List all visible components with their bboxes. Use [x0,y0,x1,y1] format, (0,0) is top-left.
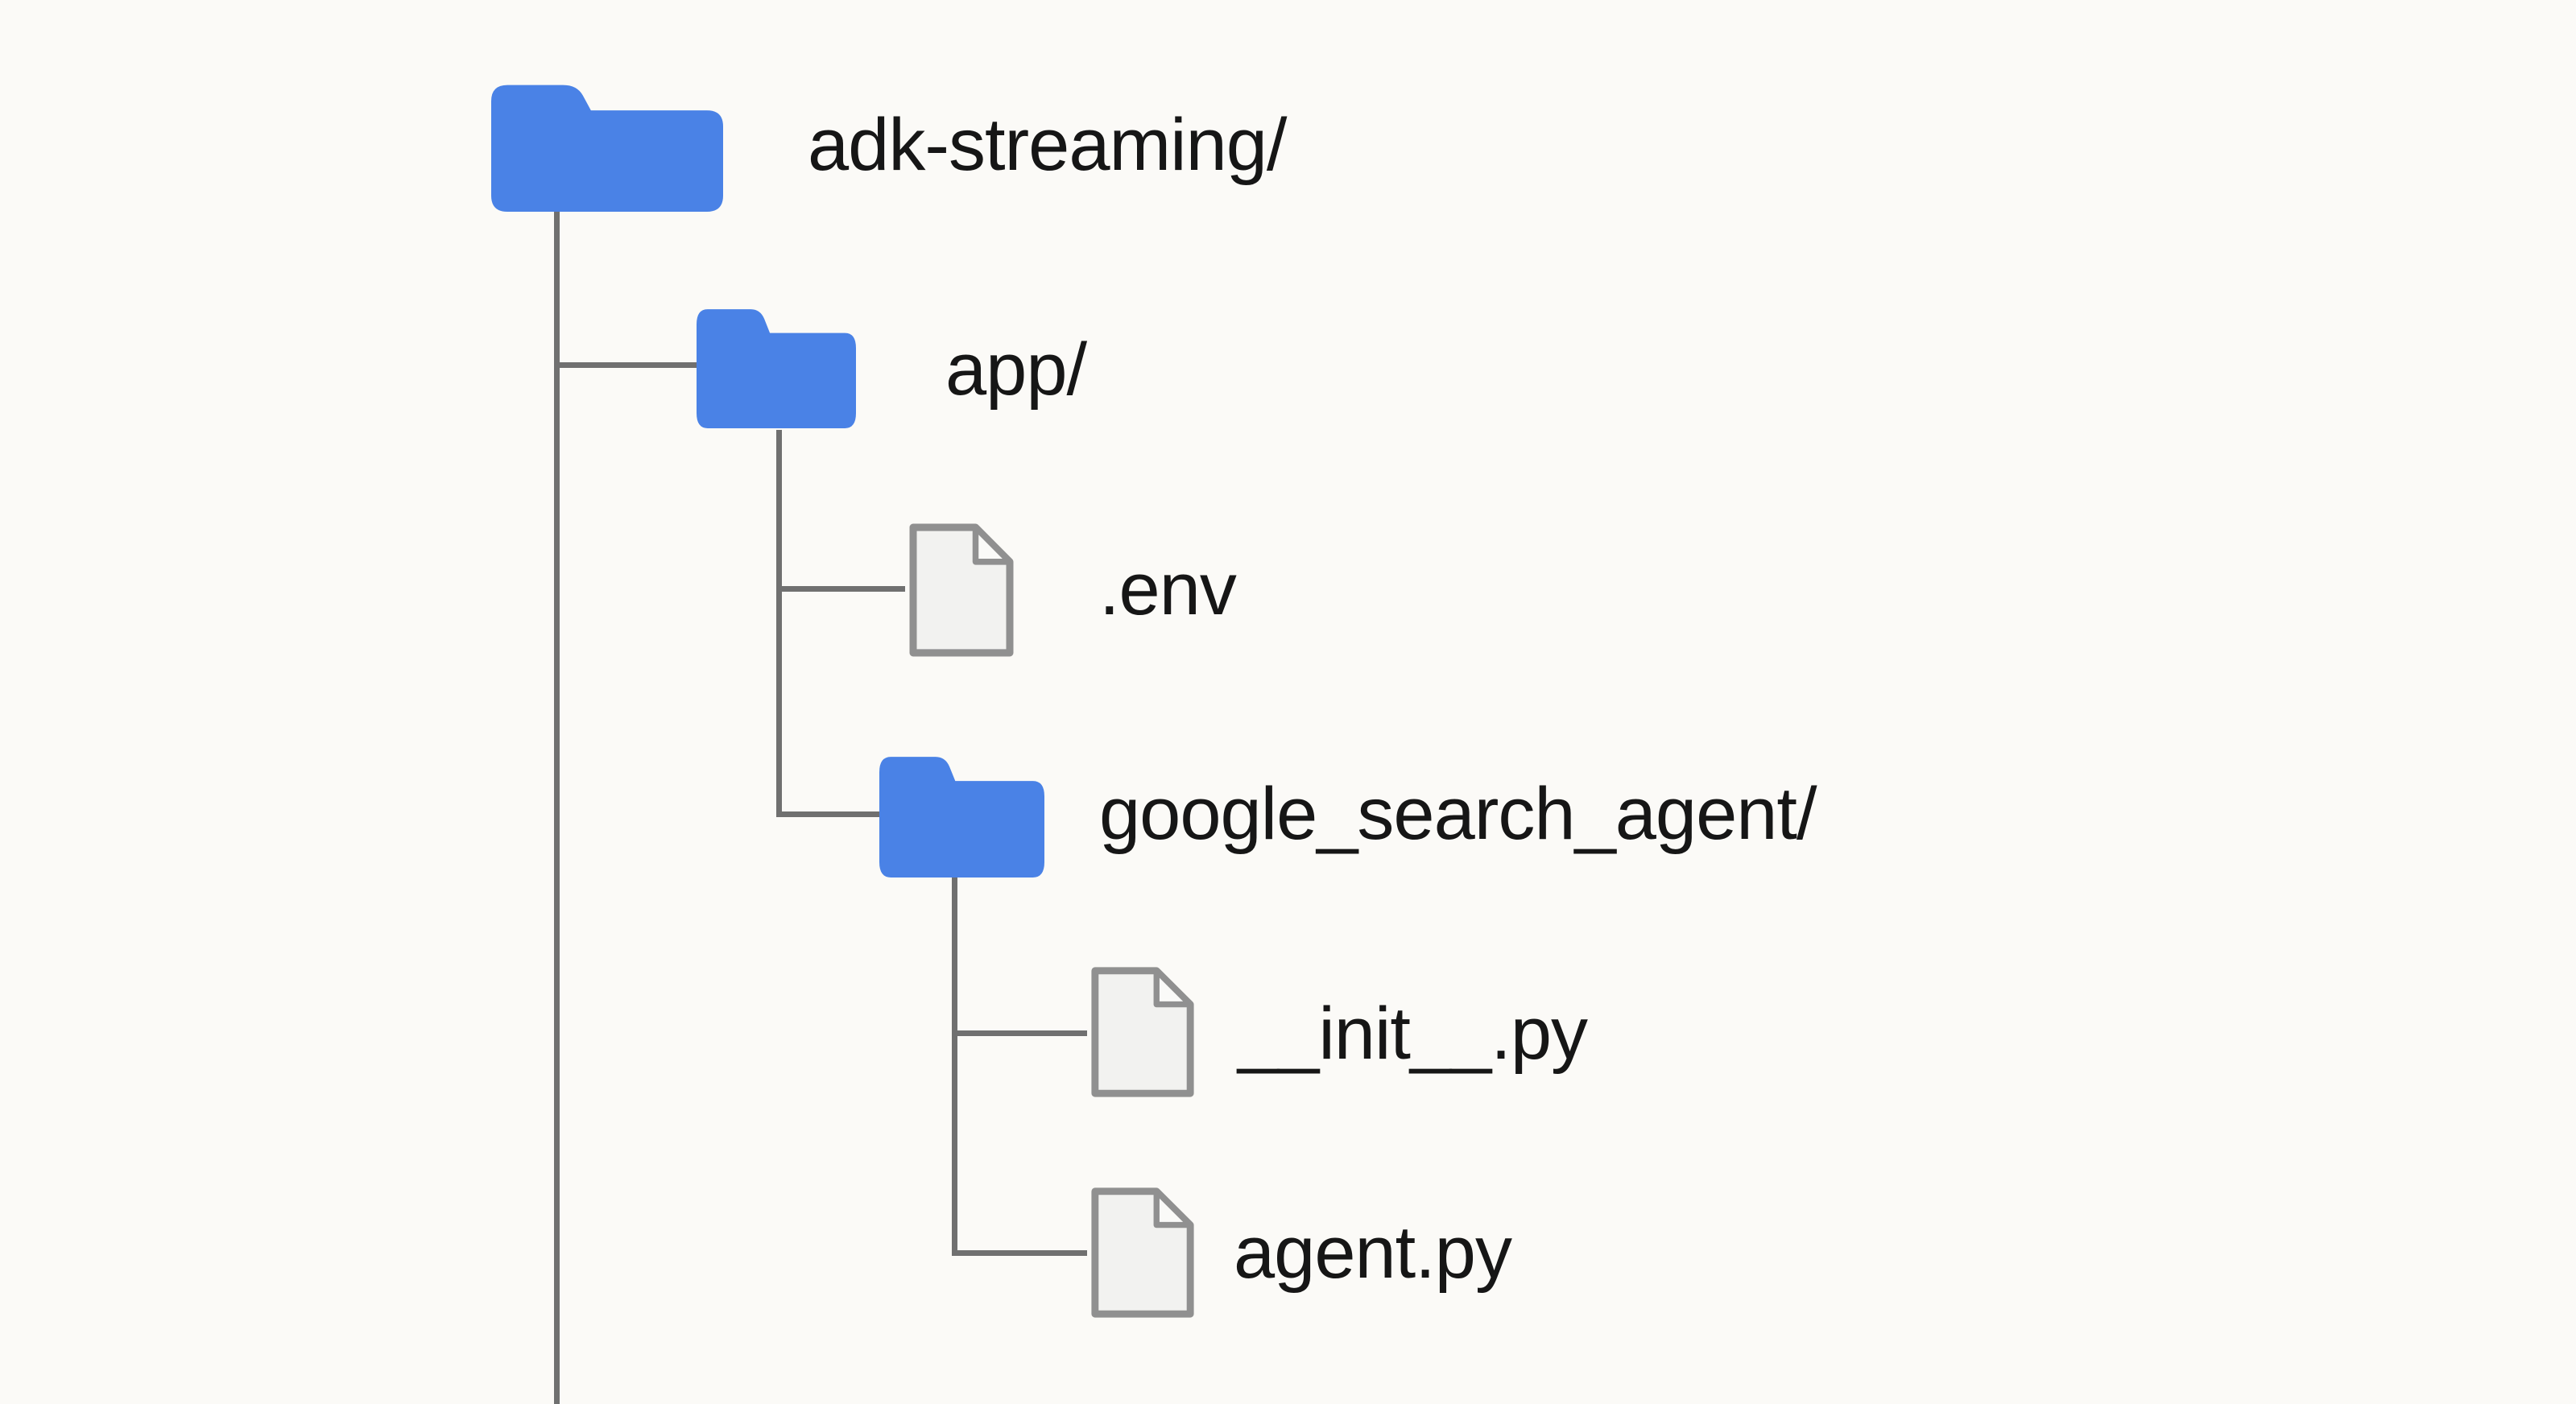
tree-node-label-adk-streaming: adk-streaming/ [808,104,1287,186]
folder-icon [491,78,723,212]
tree-connector-line [952,874,957,1256]
tree-connector-line [776,430,782,817]
tree-node-label-app: app/ [945,328,1087,411]
tree-connector-line [554,362,702,368]
file-icon [905,519,1018,661]
file-icon [1087,963,1198,1101]
tree-node-label-agent-py: agent.py [1234,1212,1512,1294]
folder-icon [879,750,1044,878]
tree-connector-line [952,1250,1087,1256]
tree-connector-line [776,586,905,592]
tree-node-label-init-py: __init__.py [1238,993,1588,1075]
tree-connector-line [952,1030,1087,1036]
tree-node-label-env: .env [1099,548,1237,630]
tree-connector-line [554,205,560,1404]
folder-icon [697,303,856,428]
tree-connector-line [776,811,879,817]
tree-node-label-google-search-agent: google_search_agent/ [1099,773,1817,855]
file-icon [1087,1183,1198,1322]
